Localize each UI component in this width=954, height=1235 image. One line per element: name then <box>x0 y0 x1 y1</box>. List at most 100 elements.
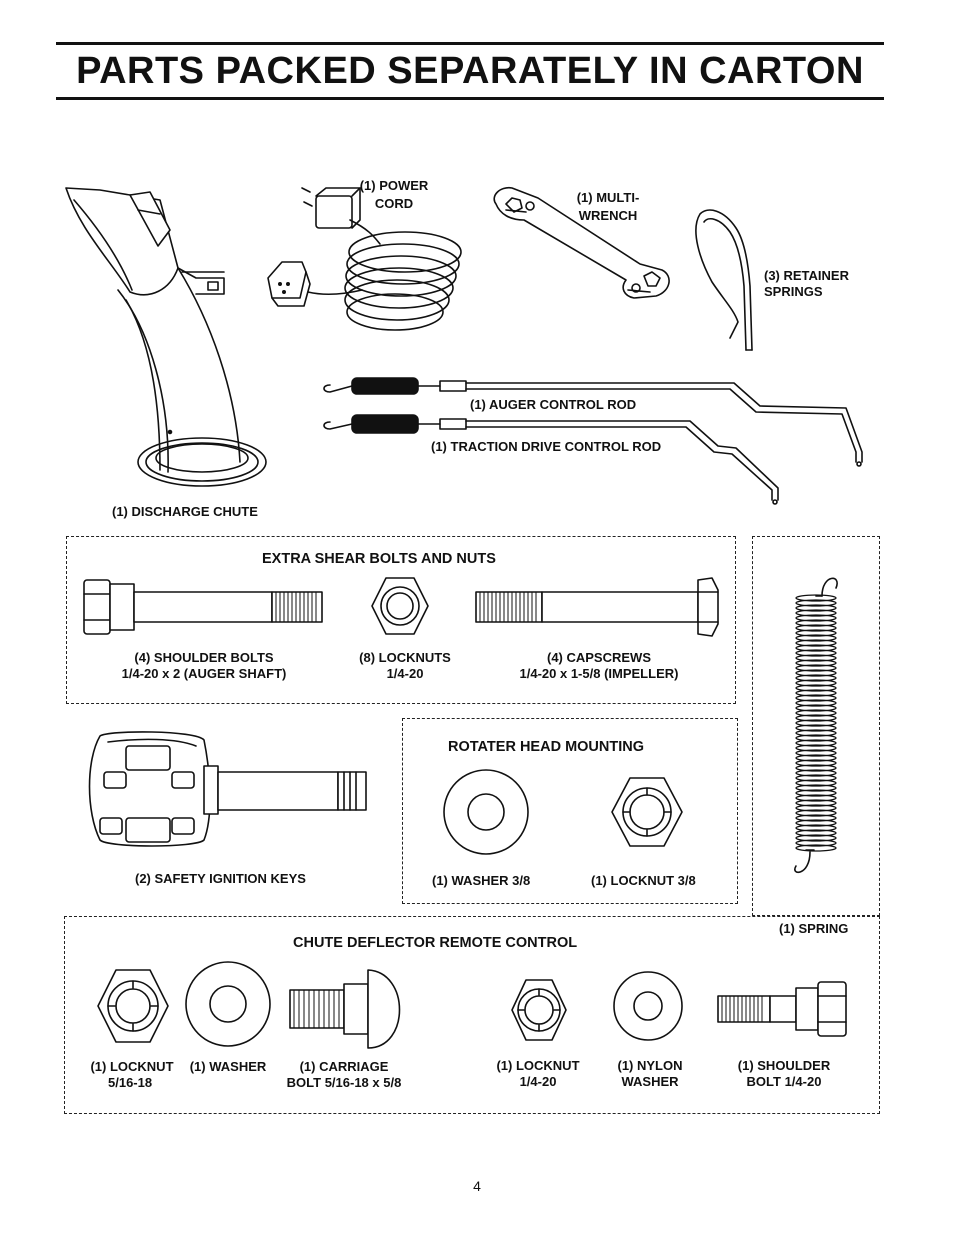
page-title: PARTS PACKED SEPARATELY IN CARTON <box>76 50 864 92</box>
locknut-1-4-label: (1) LOCKNUT 1/4-20 <box>488 1058 588 1090</box>
spring-box <box>752 536 880 916</box>
locknut-5-16-label: (1) LOCKNUT 5/16-18 <box>82 1059 182 1091</box>
rotater-washer-drawing <box>443 769 529 855</box>
traction-rod-drawing <box>323 414 779 505</box>
spring-coil <box>795 839 837 847</box>
rotater-washer-label: (1) WASHER 3/8 <box>432 873 531 888</box>
spring-coil <box>795 719 837 727</box>
shoulder-bolt-1-4-label: (1) SHOULDER BOLT 1/4-20 <box>726 1058 842 1090</box>
spring-coil <box>795 614 837 622</box>
spring-coil <box>795 844 837 852</box>
auger-control-rod-drawing <box>323 377 863 467</box>
capscrew-drawing <box>475 577 719 637</box>
spring-coil <box>795 759 837 767</box>
spring-coil <box>795 814 837 822</box>
discharge-chute-label: (1) DISCHARGE CHUTE <box>112 504 258 519</box>
spring-coil <box>795 669 837 677</box>
carriage-bolt-drawing <box>289 969 401 1049</box>
spring-coil <box>795 784 837 792</box>
locknuts-label-line1: (8) LOCKNUTS <box>359 650 451 665</box>
spring-coil <box>795 789 837 797</box>
spring-coil <box>795 629 837 637</box>
spring-coil <box>795 674 837 682</box>
multi-wrench-label: (1) MULTI- WRENCH <box>558 190 658 224</box>
power-cord-label-line1: (1) POWER <box>359 178 429 193</box>
rotater-heading: ROTATER HEAD MOUNTING <box>448 739 645 755</box>
spring-coil <box>795 604 837 612</box>
spring-coil <box>795 729 837 737</box>
spring-label: (1) SPRING <box>779 921 849 936</box>
capscrews-label: (4) CAPSCREWS 1/4-20 x 1-5/8 (IMPELLER) <box>496 650 702 682</box>
retainer-spring-drawing <box>695 209 753 351</box>
retainer-springs-label-line2: SPRINGS <box>764 284 823 299</box>
spring-coil <box>795 624 837 632</box>
multi-wrench-label-line2: WRENCH <box>578 208 638 223</box>
spring-coil <box>795 744 837 752</box>
spring-coil <box>795 829 837 837</box>
locknuts-label: (8) LOCKNUTS 1/4-20 <box>345 650 465 682</box>
retainer-springs-label-line1: (3) RETAINER <box>764 268 849 283</box>
rotater-locknut-label: (1) LOCKNUT 3/8 <box>591 873 696 888</box>
spring-coil <box>795 764 837 772</box>
capscrews-label-line2: 1/4-20 x 1-5/8 (IMPELLER) <box>519 666 679 681</box>
spring-coil <box>795 739 837 747</box>
spring-coil <box>795 659 837 667</box>
carriage-bolt-label-line2: BOLT 5/16-18 x 5/8 <box>286 1075 402 1090</box>
spring-coil <box>795 799 837 807</box>
shear-locknut-drawing <box>371 577 429 635</box>
spring-coil <box>795 684 837 692</box>
spring-coils <box>795 594 837 852</box>
spring-coil <box>795 704 837 712</box>
rotater-box <box>402 718 738 904</box>
spring-coil <box>795 724 837 732</box>
shoulder-bolt-1-4-label-line1: (1) SHOULDER <box>737 1058 831 1073</box>
locknut-1-4-drawing <box>511 979 567 1041</box>
locknut-1-4-label-line1: (1) LOCKNUT <box>496 1058 580 1073</box>
spring-coil <box>795 769 837 777</box>
nylon-washer-drawing <box>613 971 683 1041</box>
spring-coil <box>795 664 837 672</box>
spring-coil <box>795 834 837 842</box>
power-cord-label-line2: CORD <box>374 196 414 211</box>
shear-heading: EXTRA SHEAR BOLTS AND NUTS <box>262 551 496 567</box>
nylon-washer-label: (1) NYLON WASHER <box>604 1058 696 1090</box>
spring-coil <box>795 734 837 742</box>
shoulder-bolts-label: (4) SHOULDER BOLTS 1/4-20 x 2 (AUGER SHA… <box>94 650 314 682</box>
nylon-washer-label-line2: WASHER <box>621 1074 679 1089</box>
washer-5-16-label: (1) WASHER <box>189 1059 267 1074</box>
spring-coil <box>795 709 837 717</box>
ignition-key-drawing <box>88 731 367 847</box>
spring-coil <box>795 809 837 817</box>
spring-coil <box>795 679 837 687</box>
multi-wrench-label-line1: (1) MULTI- <box>576 190 640 205</box>
title-rule-bottom <box>56 97 884 100</box>
spring-coil <box>795 609 837 617</box>
spring-coil <box>795 689 837 697</box>
page-number: 4 <box>473 1178 481 1194</box>
capscrews-label-line1: (4) CAPSCREWS <box>546 650 651 665</box>
shoulder-bolt-1-4-label-line2: BOLT 1/4-20 <box>746 1074 822 1089</box>
spring-coil <box>795 819 837 827</box>
multi-wrench-drawing <box>493 186 670 299</box>
discharge-chute-drawing <box>65 187 267 487</box>
spring-coil <box>795 594 837 602</box>
power-cord-label: (1) POWER CORD <box>344 178 444 212</box>
spring-coil <box>795 714 837 722</box>
traction-rod-label: (1) TRACTION DRIVE CONTROL ROD <box>431 439 662 454</box>
locknut-5-16-drawing <box>97 969 169 1043</box>
spring-coil <box>795 794 837 802</box>
spring-coil <box>795 644 837 652</box>
locknuts-label-line2: 1/4-20 <box>386 666 424 681</box>
title-rule-top <box>56 42 884 45</box>
auger-rod-label: (1) AUGER CONTROL ROD <box>470 397 637 412</box>
nylon-washer-label-line1: (1) NYLON <box>617 1058 683 1073</box>
spring-coil <box>795 774 837 782</box>
shoulder-bolt-1-4-drawing <box>717 981 847 1037</box>
power-cord-drawing <box>267 187 462 331</box>
extension-spring-drawing <box>794 577 838 874</box>
spring-coil <box>795 699 837 707</box>
spring-coil <box>795 754 837 762</box>
spring-coil <box>795 639 837 647</box>
rotater-locknut-drawing <box>611 777 683 847</box>
